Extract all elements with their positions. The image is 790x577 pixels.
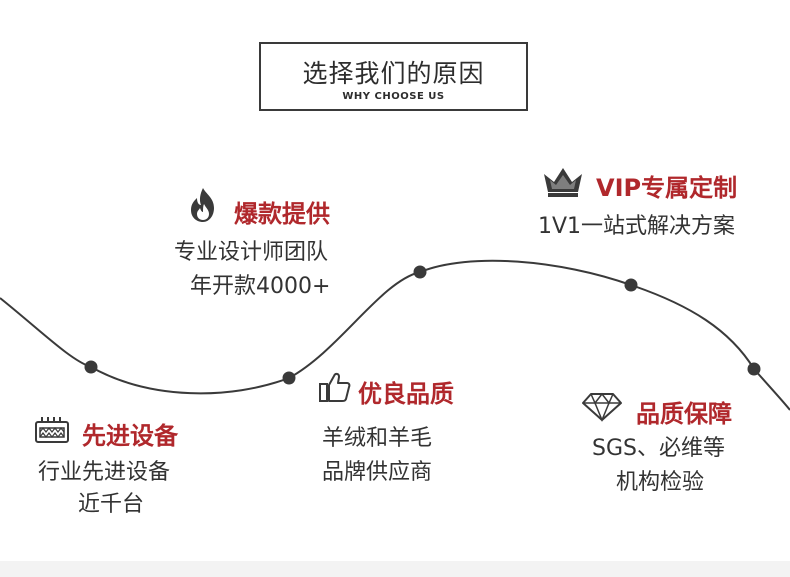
feature-desc-line: 羊绒和羊毛 (322, 426, 433, 451)
section-title-box: 选择我们的原因 WHY CHOOSE US (259, 42, 528, 111)
feature-desc-line: 品牌供应商 (322, 460, 433, 485)
curve-dot (84, 360, 98, 374)
curve-dot (413, 265, 427, 279)
feature-desc-line: 近千台 (78, 492, 145, 517)
thumbs-up-icon (319, 372, 351, 402)
flame-icon (191, 188, 214, 222)
section-subtitle: WHY CHOOSE US (342, 91, 445, 102)
feature-title: 爆款提供 (234, 200, 330, 228)
feature-title: 优良品质 (358, 380, 454, 408)
section-title: 选择我们的原因 (302, 59, 485, 88)
crown-icon (544, 168, 582, 197)
curve-dot (624, 278, 638, 292)
bottom-band (0, 561, 790, 577)
feature-title: 品质保障 (636, 400, 732, 428)
feature-desc-line: SGS、必维等 (592, 436, 725, 461)
feature-desc-line: 行业先进设备 (38, 460, 171, 485)
diamond-icon (582, 392, 622, 422)
curve-dot (747, 362, 761, 376)
feature-desc-line: 1V1一站式解决方案 (538, 214, 736, 239)
feature-desc-line: 专业设计师团队 (174, 240, 329, 265)
curve-dot (282, 371, 296, 385)
feature-title: 先进设备 (82, 422, 178, 450)
feature-desc-line: 年开款4000+ (190, 274, 331, 299)
wave-line (0, 259, 790, 411)
feature-title: VIP专属定制 (596, 174, 738, 202)
feature-desc-line: 机构检验 (616, 470, 705, 495)
knitting-machine-icon (35, 417, 69, 443)
